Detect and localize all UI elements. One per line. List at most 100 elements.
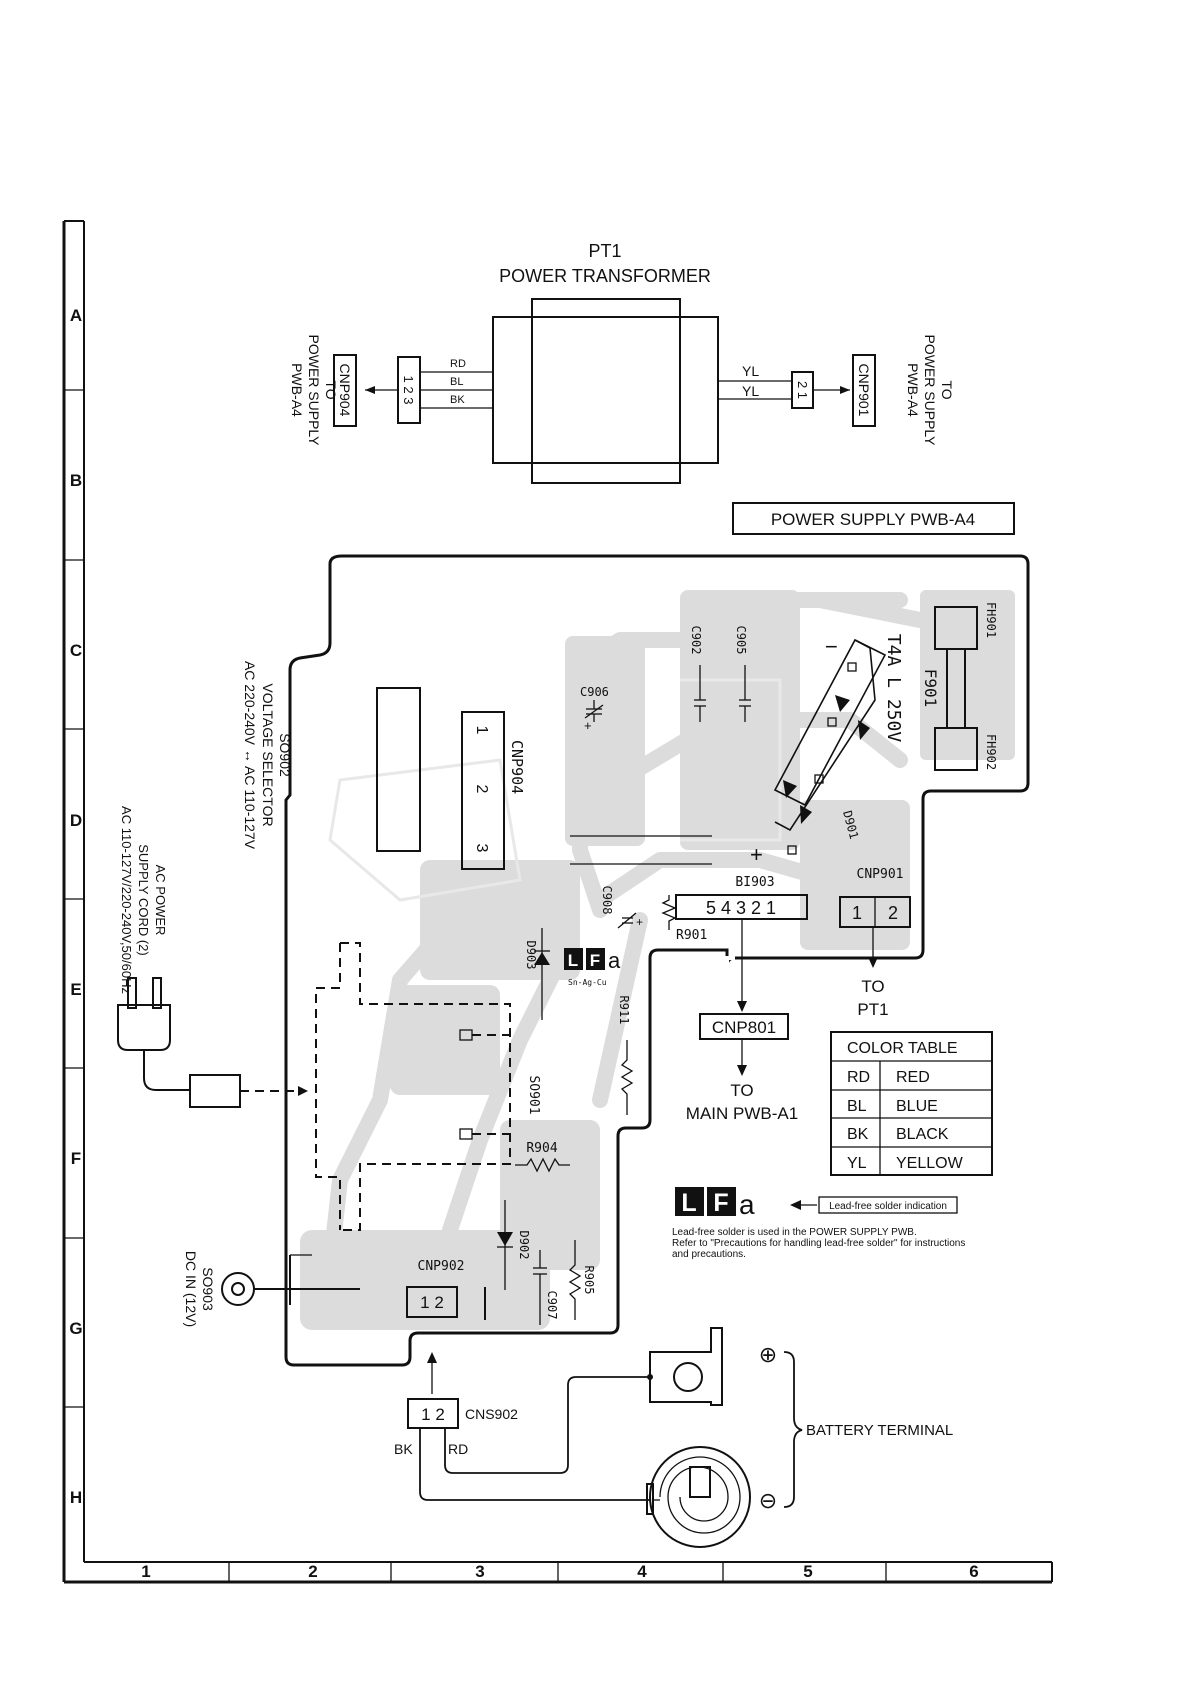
r905-resistor: R905 [568,1240,596,1320]
color-table-name: BLACK [896,1126,949,1143]
cnp901-pin1: 1 [852,903,862,923]
lead-free-note-line: Refer to "Precautions for handling lead-… [672,1238,965,1249]
column-labels: 1 2 3 4 5 6 [141,1562,978,1581]
cnp901-board: CNP901 1 2 TO PT1 [839,867,911,1019]
ac-cord-line1: AC POWER [153,865,168,936]
row-label: D [70,811,82,830]
c908-label: C908 [600,886,614,915]
cnp904-outline [376,687,421,852]
row-label: E [70,980,81,999]
battery-section: 1 2 CNS902 BK RD ⊕ ⊖ BATTERY TERMINAL [394,1327,953,1548]
battery-wire-bk: BK [394,1441,413,1457]
wire-color-rd: RD [450,358,466,370]
d901-minus: − [825,634,838,659]
cnp904-pin3: 3 [473,844,490,853]
cnp904-top-box [333,354,357,427]
arrow-down-icon [868,957,878,968]
f901-label: F901 [921,669,940,708]
ac-cord-line2: SUPPLY CORD (2) [136,844,151,956]
board-title-text: POWER SUPPLY PWB-A4 [771,510,975,529]
cnp902-label: CNP902 [418,1259,465,1274]
cnp902-pins: 1 2 [420,1293,444,1312]
color-table-code: BK [847,1126,869,1143]
lfa-small-f: F [590,951,600,970]
voltage-selector-label: SO902 VOLTAGE SELECTOR AC 220-240V ↔ AC … [242,661,293,850]
cnp904-pin2: 2 [473,785,490,794]
d902-diode: D902 [497,1200,531,1290]
cns902-pins: 1 2 [421,1405,445,1424]
d901-plus: + [750,842,763,867]
transformer-name: POWER TRANSFORMER [499,266,711,286]
c902-capacitor: C902 [689,626,706,722]
color-table-code: YL [847,1155,867,1172]
r901-label: R901 [676,928,707,943]
r904-label: R904 [526,1141,557,1156]
left-dest-line1: TO [323,380,339,399]
lfa-small-sub: Sn-Ag-Cu [568,978,607,987]
right-dest-line1: TO [939,380,955,399]
c905-label: C905 [734,626,748,655]
so901-label: SO901 [526,1075,541,1114]
c907-label: C907 [545,1291,559,1320]
to-main-line1: TO [730,1081,753,1100]
color-table-name: RED [896,1069,930,1086]
c908-capacitor: C908 + [600,886,643,929]
so903-name: DC IN (12V) [183,1251,199,1327]
cnp904-board: 1 2 3 CNP904 [376,687,526,870]
r905-label: R905 [582,1266,596,1295]
battery-minus-symbol: ⊖ [759,1488,777,1513]
column-label: 1 [141,1562,150,1581]
battery-plus-terminal [649,1327,723,1406]
transformer-ref: PT1 [588,241,621,261]
so902-ref: SO902 [277,733,293,777]
wire-color-bl: BL [450,376,463,388]
color-table-code: BL [847,1098,867,1115]
column-label: 4 [637,1562,647,1581]
r904-resistor: R904 [515,1141,570,1173]
battery-wire-rd: RD [448,1441,468,1457]
right-connector-group: YL YL 2 1 CNP901 TO POWER SUPPLY PWB-A4 [718,335,955,446]
cnp901-top-box [852,354,876,427]
board-outline [284,554,1030,1367]
ac-cord-label: AC POWER SUPPLY CORD (2) AC 110-127V/220… [119,806,168,994]
pcb-traces [300,590,1015,1330]
c906-capacitor: C906 + [580,685,609,733]
lfa-logo-a: a [739,1189,755,1220]
color-table: COLOR TABLE RD RED BL BLUE BK BLACK YL Y… [830,1031,993,1176]
lfa-logo-l: L [681,1189,696,1217]
so903-ref: SO903 [200,1267,216,1311]
bi903-connector: BI903 5 4 3 2 1 [675,875,808,920]
arrow-left-icon [365,386,375,394]
cnp904-board-label: CNP904 [508,740,526,794]
c906-plus: + [584,718,592,733]
arrow-right-icon [298,1086,308,1096]
row-label: A [70,306,82,325]
bi903-label: BI903 [735,875,774,890]
r911-label: R911 [617,996,631,1025]
color-table-title: COLOR TABLE [847,1040,958,1057]
arrow-right-icon [840,386,850,394]
lead-free-note-line: Lead-free solder is used in the POWER SU… [672,1227,917,1238]
wire-color-yl-1: YL [742,363,759,379]
to-main-line2: MAIN PWB-A1 [686,1104,798,1123]
to-main-group: CNP801 TO MAIN PWB-A1 [686,919,798,1123]
row-label: C [70,641,82,660]
so903-dc-in: SO903 DC IN (12V) [183,1251,360,1327]
cnp901-top-label: CNP901 [856,364,872,417]
arrow-up-icon [427,1352,437,1363]
bi903-pins: 5 4 3 2 1 [706,898,776,918]
row-label: H [70,1488,82,1507]
cnp801-label: CNP801 [712,1018,776,1037]
so902-range: AC 220-240V ↔ AC 110-127V [242,661,258,850]
arrow-down-icon [737,1001,747,1012]
r901-resistor: R901 [661,895,707,943]
c905-capacitor: C905 [734,626,751,722]
cnp901-pin2: 2 [888,903,898,923]
column-label: 6 [969,1562,978,1581]
c906-label: C906 [580,685,609,699]
lfa-board-logo: L F a Sn-Ag-Cu [564,948,621,987]
battery-plus-symbol: ⊕ [759,1342,777,1367]
lead-free-note-line: and precautions. [672,1249,746,1260]
pin-numbers-21: 2 1 [795,381,810,399]
